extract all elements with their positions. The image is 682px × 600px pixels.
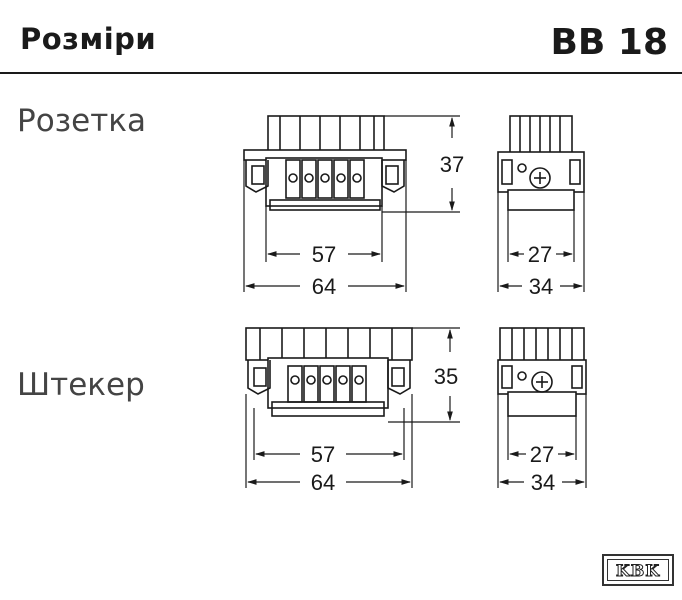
socket-inner-width-dim: 57 [312,242,336,267]
plug-label: Штекер [17,367,145,403]
socket-outer-width-dim: 64 [312,274,336,299]
socket-side-view [497,115,585,211]
socket-front-view [243,115,407,211]
socket-height-dim: 37 [440,152,464,177]
socket-side-outer-dim: 34 [529,274,553,299]
plug-outer-width-dim: 64 [311,470,335,495]
socket-side-inner-dim: 27 [528,242,552,267]
plug-inner-width-dim: 57 [311,442,335,467]
plug-front-view [245,327,413,417]
product-code: BB 18 [550,22,668,63]
logo-text: KBK [607,559,669,581]
kbk-logo: KBK [602,554,674,586]
socket-label: Розетка [17,103,146,139]
plug-side-outer-dim: 34 [531,470,555,495]
page-title: Розміри [20,22,157,56]
header-divider [0,72,682,74]
plug-height-dim: 35 [434,364,458,389]
plug-side-view [497,327,587,417]
plug-side-inner-dim: 27 [530,442,554,467]
